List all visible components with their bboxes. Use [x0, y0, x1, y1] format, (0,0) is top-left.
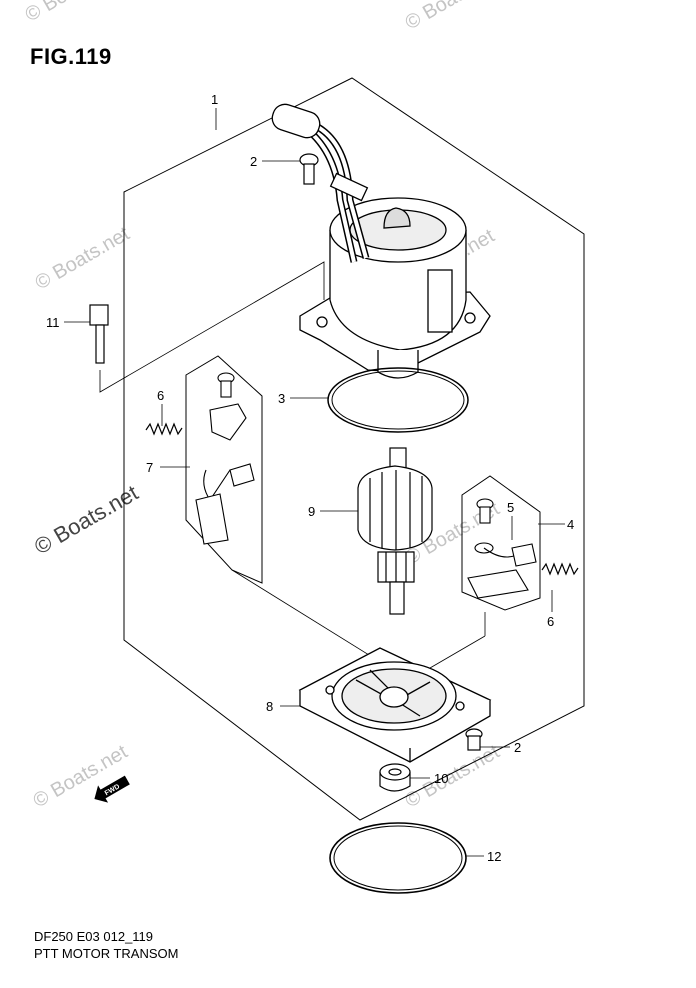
callout-7: 7	[146, 460, 153, 475]
callout-numbers: 1 2 3 4 5 6 6 7 8 9 10 11 12 2	[46, 92, 574, 864]
armature	[357, 447, 433, 615]
watermark-text: © Boats.net	[30, 741, 132, 813]
callout-4: 4	[567, 517, 574, 532]
spring-left	[145, 422, 183, 436]
callout-layer	[64, 108, 565, 857]
wire-harness	[271, 103, 370, 263]
o-ring-12-inner	[333, 825, 463, 891]
brush-holder-outline	[185, 355, 263, 584]
callout-9: 9	[308, 504, 315, 519]
callout-2-top: 2	[250, 154, 257, 169]
spring-right	[541, 562, 579, 576]
callout-8: 8	[266, 699, 273, 714]
callout-6-right: 6	[547, 614, 554, 629]
callout-11: 11	[46, 315, 60, 330]
brush-holder-parts	[195, 372, 255, 545]
watermark-text: © Boats.net	[30, 480, 142, 559]
assembly-boundary	[123, 77, 585, 821]
callout-10: 10	[434, 771, 448, 786]
motor-housing	[299, 197, 491, 379]
figure-footer: DF250 E03 012_119 PTT MOTOR TRANSOM	[34, 928, 178, 962]
watermark-text: © Boats.net	[22, 0, 124, 26]
callout-3: 3	[278, 391, 285, 406]
brush-assy-outline	[461, 475, 541, 611]
brush-assy-parts	[467, 498, 537, 599]
bushing	[379, 763, 411, 792]
o-ring-3-inner	[331, 370, 465, 430]
callout-6-left: 6	[157, 388, 164, 403]
forward-label: FWD	[104, 783, 121, 797]
callout-2-bottom: 2	[514, 740, 521, 755]
end-cap	[298, 647, 492, 763]
callout-1: 1	[211, 92, 218, 107]
screw-bottom	[465, 728, 483, 751]
watermark-text: © Boats.net	[402, 0, 504, 34]
figure-title: FIG.119	[30, 44, 112, 69]
screw-top	[299, 153, 319, 185]
diagram-code: DF250 E03 012_119	[34, 929, 154, 944]
bolt-long	[89, 304, 109, 364]
callout-12: 12	[487, 849, 501, 864]
watermark-text: © Boats.net	[32, 223, 134, 295]
assembly-guide-lines	[99, 261, 486, 669]
diagram-name: PTT MOTOR TRANSOM	[34, 946, 179, 961]
o-ring-12	[329, 822, 467, 894]
o-ring-3	[327, 367, 469, 433]
callout-5: 5	[507, 500, 514, 515]
